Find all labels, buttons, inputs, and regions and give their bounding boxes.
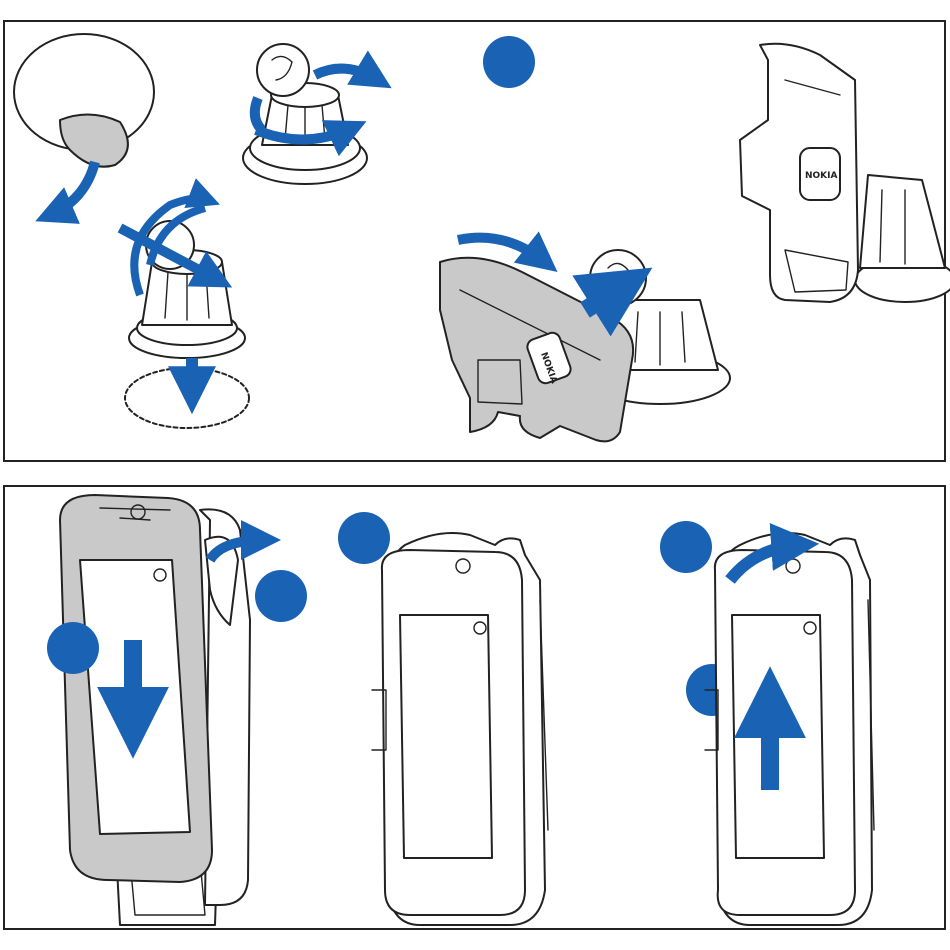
suction-cup-film-illustration [14,34,154,215]
step-marker-dot [47,622,99,674]
step-marker-dot [483,36,535,88]
mount-rotate-illustration [243,44,378,184]
peel-arrow-icon [50,162,95,215]
rotate-arrow-icon [315,69,378,80]
step-marker-dot [338,512,390,564]
mount-attach-illustration [120,198,249,428]
remove-phone-illustration [705,533,874,925]
insert-phone-illustration [60,495,265,925]
logo-text: NOKIA [805,171,838,181]
step-marker-dot [255,570,307,622]
step-marker-dot [660,521,712,573]
phone-seated-illustration [372,533,548,925]
assembled-holder-illustration: NOKIA [740,44,950,302]
cradle-attach-illustration: NOKIA [440,238,730,442]
